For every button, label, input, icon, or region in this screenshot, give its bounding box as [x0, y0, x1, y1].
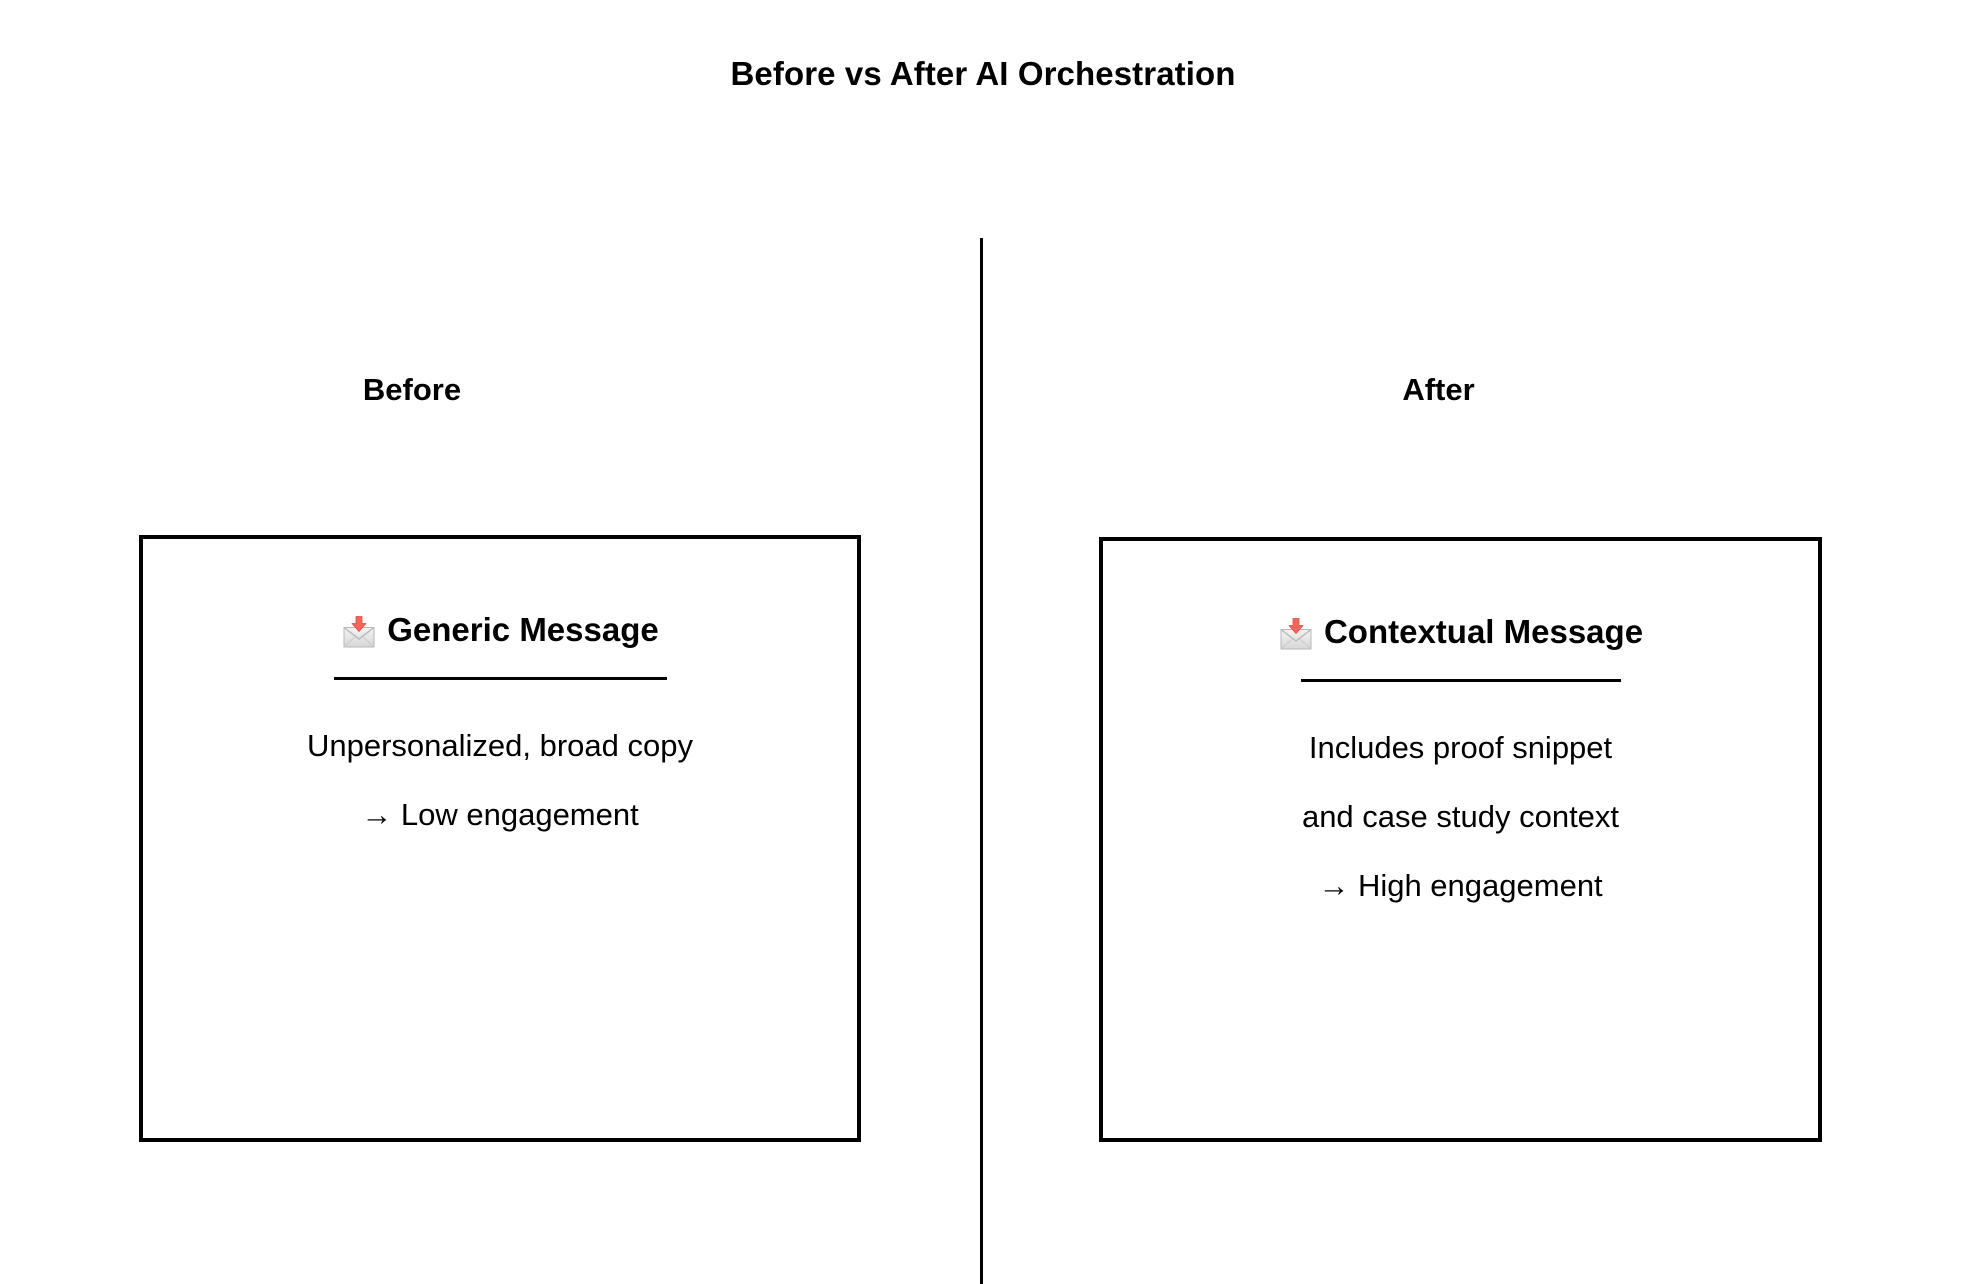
card-before-line-2: → Low engagement [361, 796, 639, 832]
card-after: Contextual Message Includes proof snippe… [1099, 537, 1822, 1142]
card-after-title-row: Contextual Message [1278, 613, 1644, 652]
card-before-title-row: Generic Message [341, 611, 659, 650]
column-heading-after: After [1402, 372, 1475, 407]
card-before-divider [333, 677, 667, 681]
card-after-line-1: Includes proof snippet [1308, 730, 1613, 766]
card-after-title: Contextual Message [1323, 613, 1644, 650]
column-heading-before: Before [362, 372, 462, 407]
incoming-envelope-icon [341, 614, 377, 650]
column-after: After [983, 0, 1966, 1284]
card-after-line-2: and case study context [1301, 798, 1620, 834]
column-before: Before [0, 0, 980, 1284]
card-before: Generic Message Unpersonalized, broad co… [139, 535, 861, 1142]
incoming-envelope-icon [1278, 616, 1314, 652]
card-before-line-1: Unpersonalized, broad copy [306, 728, 694, 764]
card-after-line-3: → High engagement [1318, 867, 1603, 903]
vertical-divider [980, 238, 983, 1284]
card-before-title: Generic Message [387, 611, 659, 648]
card-after-divider [1300, 679, 1621, 683]
page-title: Before vs After AI Orchestration [730, 55, 1236, 92]
